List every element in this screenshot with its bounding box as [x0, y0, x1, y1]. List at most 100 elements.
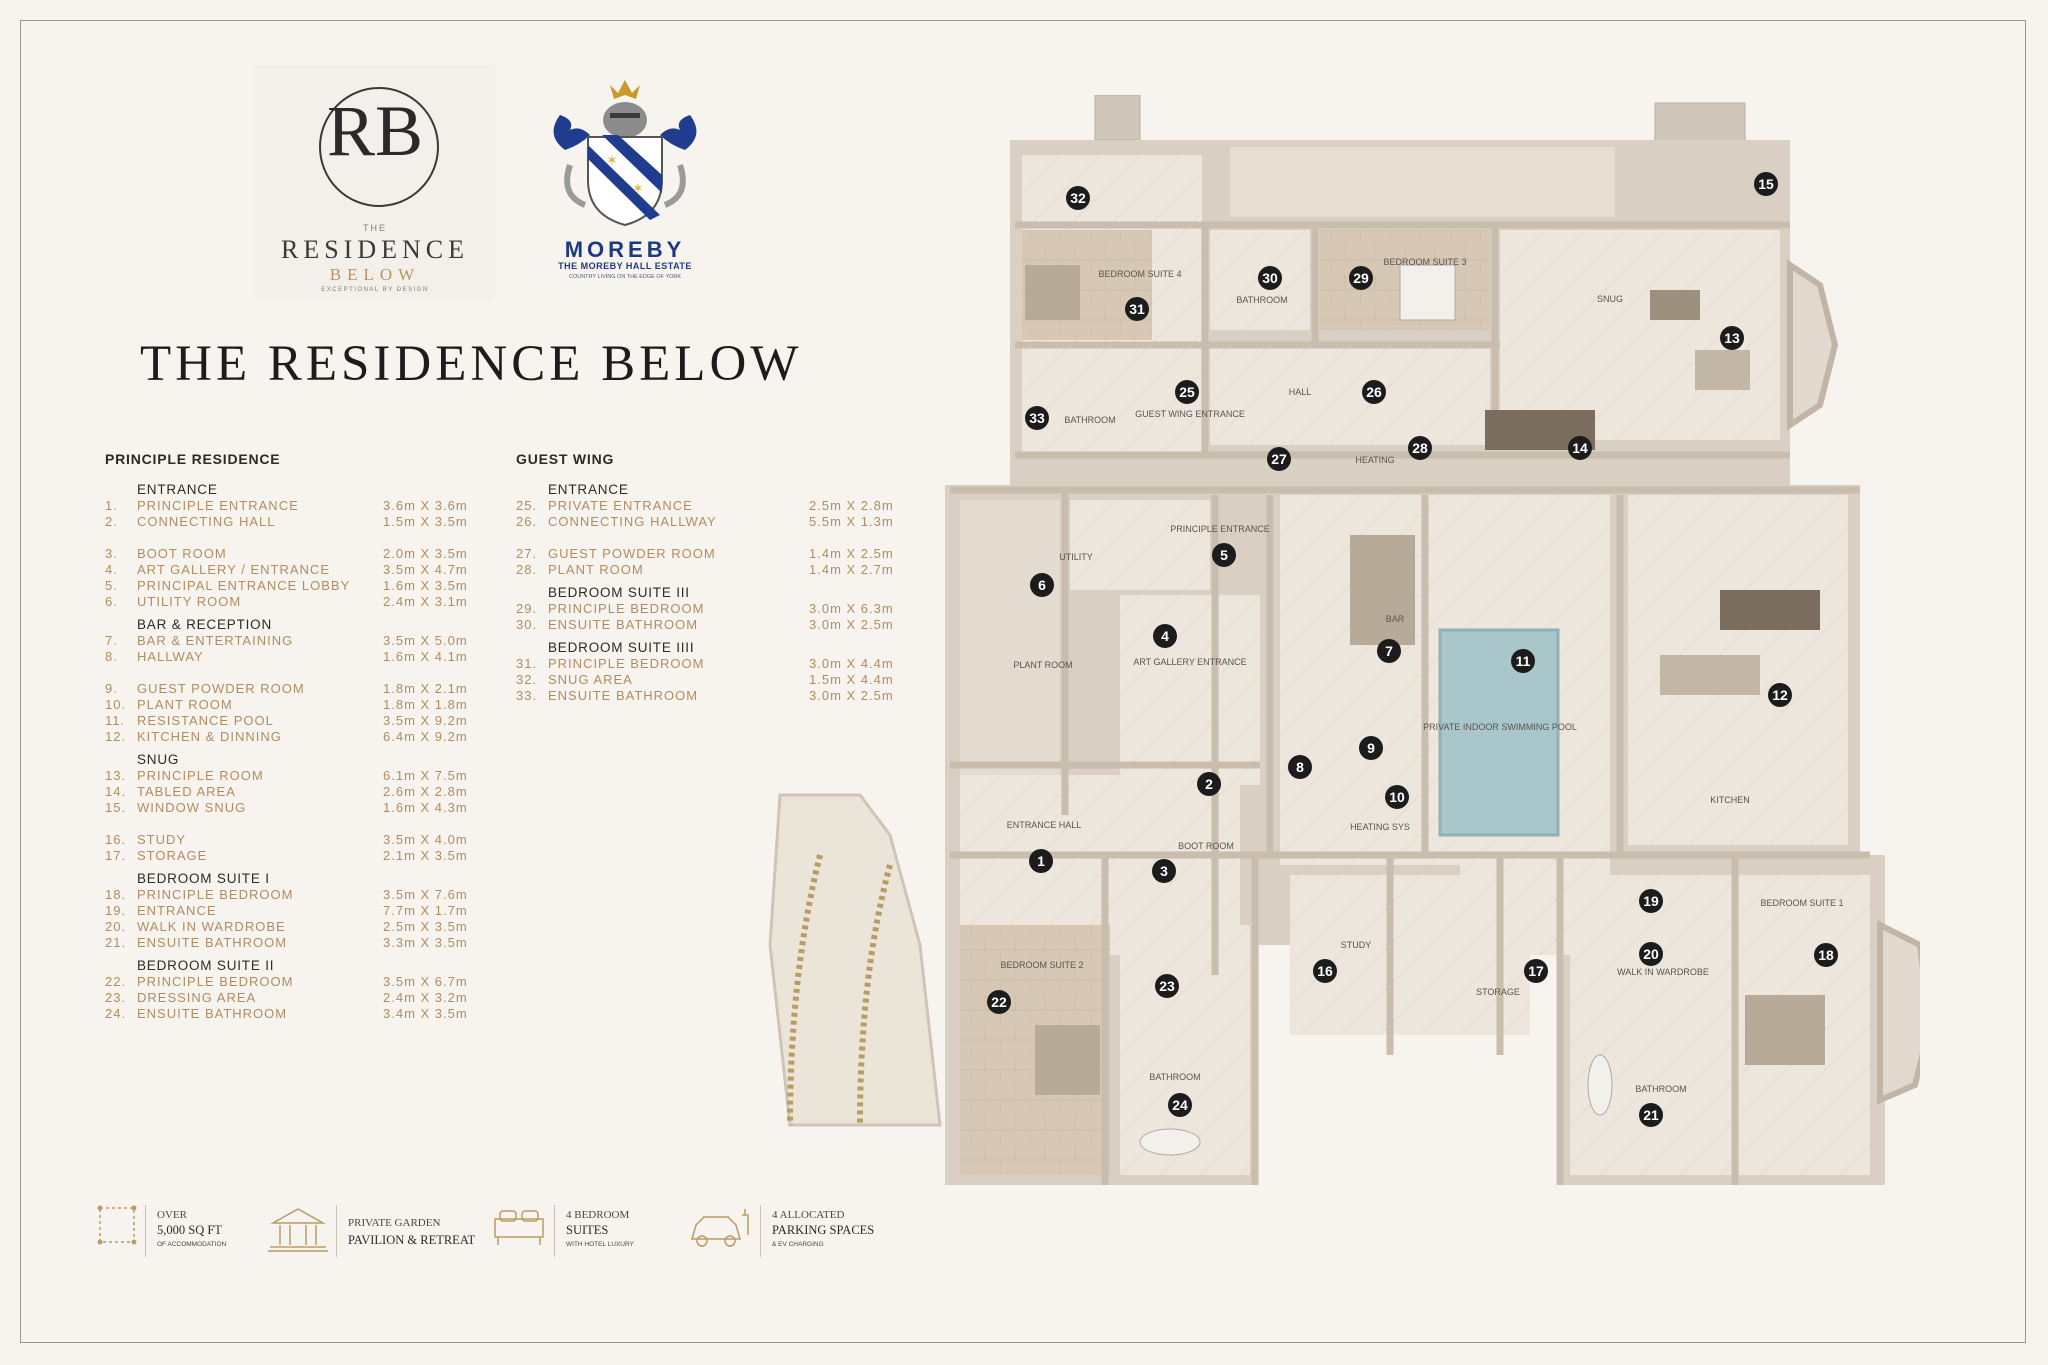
- room-dimensions: 1.5m X 3.5m: [383, 514, 468, 529]
- badge-number: 14: [1572, 440, 1588, 456]
- badge-circle: [1288, 755, 1312, 779]
- room-label: ENTRANCE HALL: [1007, 820, 1082, 830]
- feature-line2: PARKING SPACES: [772, 1223, 875, 1237]
- room-badge-13: 13: [1720, 326, 1744, 350]
- room-badge-17: 17: [1524, 959, 1548, 983]
- badge-number: 5: [1220, 547, 1228, 563]
- badge-number: 13: [1724, 330, 1740, 346]
- logo-circle: [319, 87, 439, 207]
- room-name: PRINCIPAL ENTRANCE LOBBY: [137, 578, 351, 593]
- badge-number: 23: [1159, 978, 1175, 994]
- room-label: BATHROOM: [1064, 415, 1115, 425]
- room-badge-18: 18: [1814, 943, 1838, 967]
- badge-circle: [1768, 683, 1792, 707]
- room-dimensions: 3.5m X 9.2m: [383, 713, 468, 728]
- badge-number: 29: [1353, 270, 1369, 286]
- room-label: BEDROOM SUITE 3: [1383, 257, 1466, 267]
- room-group-title: BEDROOM SUITE III: [548, 585, 690, 600]
- room-name: KITCHEN & DINNING: [137, 729, 282, 744]
- room-number: 16.: [105, 832, 127, 847]
- room-label: WALK IN WARDROBE: [1617, 967, 1709, 977]
- room-dimensions: 1.6m X 4.1m: [383, 649, 468, 664]
- room-number: 26.: [516, 514, 538, 529]
- badge-circle: [1568, 436, 1592, 460]
- room-badge-3: 3: [1152, 859, 1176, 883]
- interior-walls: [950, 221, 1870, 1185]
- room-dimensions: 1.6m X 3.5m: [383, 578, 468, 593]
- page-title: THE RESIDENCE BELOW: [140, 336, 803, 392]
- feature-line1: 4 ALLOCATED: [772, 1209, 845, 1221]
- pavilion-icon: [268, 1205, 328, 1258]
- principle-residence-heading: PRINCIPLE RESIDENCE: [105, 451, 281, 467]
- room-number: 20.: [105, 919, 127, 934]
- badge-number: 1: [1037, 853, 1045, 869]
- moreby-crest-icon: ✶ ✶: [553, 80, 697, 227]
- badge-circle: [1362, 380, 1386, 404]
- room-label: STUDY: [1341, 940, 1372, 950]
- badge-circle: [1175, 380, 1199, 404]
- logo-monogram: RB: [326, 91, 424, 171]
- room-number: 7.: [105, 633, 118, 648]
- room-label: HEATING: [1355, 455, 1394, 465]
- room-name: WALK IN WARDROBE: [137, 919, 286, 934]
- room-badge-16: 16: [1313, 959, 1337, 983]
- room-badge-30: 30: [1258, 266, 1282, 290]
- feature-line3: OF ACCOMMODATION: [157, 1241, 227, 1248]
- room-name: RESISTANCE POOL: [137, 713, 274, 728]
- badge-number: 3: [1160, 863, 1168, 879]
- room-badge-23: 23: [1155, 974, 1179, 998]
- room-group-title: SNUG: [137, 752, 180, 767]
- badge-circle: [1168, 1093, 1192, 1117]
- badge-circle: [1258, 266, 1282, 290]
- badge-circle: [1313, 959, 1337, 983]
- logo-tagline: EXCEPTIONAL BY DESIGN: [321, 287, 429, 293]
- room-number: 15.: [105, 800, 127, 815]
- room-name: PRINCIPLE ROOM: [137, 768, 264, 783]
- room-dimensions: 3.5m X 4.7m: [383, 562, 468, 577]
- badge-number: 16: [1317, 963, 1333, 979]
- room-badge-12: 12: [1768, 683, 1792, 707]
- room-badge-21: 21: [1639, 1103, 1663, 1127]
- badge-circle: [1025, 406, 1049, 430]
- badge-circle: [1754, 172, 1778, 196]
- room-name: PRINCIPLE BEDROOM: [548, 656, 705, 671]
- badge-circle: [987, 990, 1011, 1014]
- badge-number: 32: [1070, 190, 1086, 206]
- feature-divider: [145, 1205, 146, 1257]
- room-dimensions: 3.3m X 3.5m: [383, 935, 468, 950]
- badge-number: 11: [1516, 653, 1531, 669]
- room-label: PLANT ROOM: [1013, 660, 1072, 670]
- room-badge-33: 33: [1025, 406, 1049, 430]
- badge-number: 19: [1643, 893, 1659, 909]
- room-name: WINDOW SNUG: [137, 800, 247, 815]
- logo-the: THE: [363, 223, 387, 233]
- room-number: 21.: [105, 935, 127, 950]
- room-name: PLANT ROOM: [137, 697, 233, 712]
- room-badge-14: 14: [1568, 436, 1592, 460]
- room-dimensions: 6.1m X 7.5m: [383, 768, 468, 783]
- room-badge-24: 24: [1168, 1093, 1192, 1117]
- feature-line2: 5,000 SQ FT: [157, 1223, 222, 1237]
- room-dimensions: 1.8m X 1.8m: [383, 697, 468, 712]
- badge-circle: [1030, 573, 1054, 597]
- residence-below-logo: RB THE RESIDENCE BELOW EXCEPTIONAL BY DE…: [255, 65, 495, 300]
- room-dimensions: 3.5m X 6.7m: [383, 974, 468, 989]
- room-badge-32: 32: [1066, 186, 1090, 210]
